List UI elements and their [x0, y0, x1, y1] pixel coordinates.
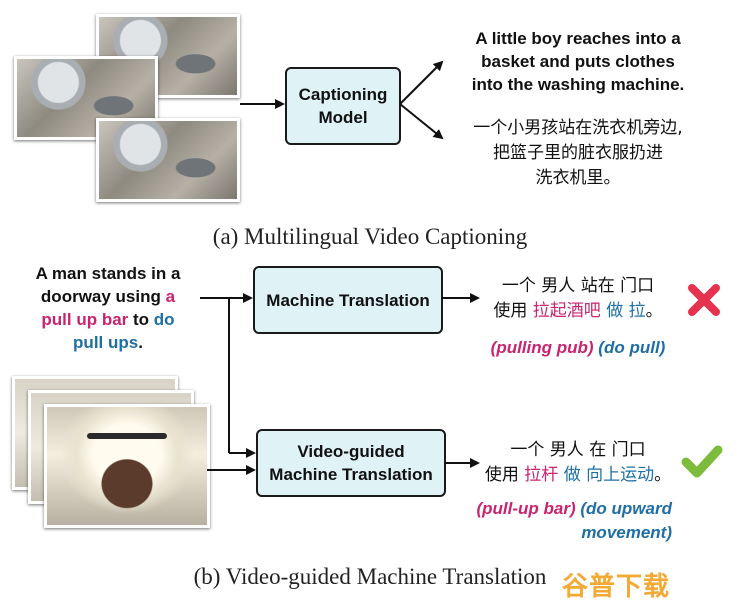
english-caption: A little boy reaches into a basket and p…	[448, 27, 708, 96]
captioning-model-label-2: Model	[318, 108, 368, 127]
vmt-output-highlight: 做 向上运动	[563, 465, 655, 485]
source-highlight: pull up bar	[41, 310, 129, 329]
panel-a-caption: (a) Multilingual Video Captioning	[212, 224, 528, 249]
vmt-gloss-blue: movement)	[581, 523, 672, 542]
machine-translation-label: Machine Translation	[266, 290, 430, 310]
captioning-model-label-1: Captioning	[298, 85, 388, 104]
vmt-output: 一个 男人 在 门口 使用 拉杆 做 向上运动。	[472, 438, 684, 488]
source-line: pull ups.	[18, 331, 198, 354]
english-caption-line: A little boy reaches into a	[475, 29, 681, 48]
source-highlight: a	[165, 287, 176, 306]
english-caption-line: basket and puts clothes	[481, 52, 675, 71]
source-text: .	[138, 333, 143, 352]
source-line: pull up bar to do	[18, 308, 198, 331]
source-highlight: do	[153, 310, 175, 329]
chinese-caption-line: 把篮子里的脏衣服扔进	[493, 143, 663, 163]
source-line: doorway using a	[18, 285, 198, 308]
vmt-output-text: 。	[654, 465, 672, 485]
chinese-caption: 一个小男孩站在洗衣机旁边, 把篮子里的脏衣服扔进 洗衣机里。	[440, 116, 716, 191]
mt-output-line: 一个 男人 站在 门口	[501, 276, 655, 296]
video-frame-6	[44, 404, 210, 528]
vmt-output-line: 一个 男人 在 门口	[510, 440, 646, 460]
mt-output-highlight: 拉起酒吧	[532, 301, 601, 321]
vmt-gloss-magenta: (pull-up bar)	[476, 499, 576, 518]
source-sentence: A man stands in a doorway using a pull u…	[18, 262, 198, 354]
panel-b-caption: (b) Video-guided Machine Translation	[193, 564, 547, 589]
vmt-gloss-blue: (do upward	[580, 499, 672, 518]
english-caption-line: into the washing machine.	[471, 75, 685, 94]
machine-translation-box: Machine Translation	[253, 266, 443, 334]
vmt-gloss-line: (pull-up bar) (do upward	[452, 497, 673, 521]
vmt-output-line: 使用 拉杆 做 向上运动。	[472, 463, 684, 488]
arrow-model-to-english	[399, 60, 444, 105]
source-highlight: pull ups	[73, 333, 139, 352]
mt-gloss-magenta: (pulling pub)	[490, 338, 594, 357]
source-text: to	[128, 310, 154, 329]
arrow-model-to-chinese	[399, 103, 444, 140]
captioning-model-box: Captioning Model	[285, 67, 401, 145]
vmt-output-text: 使用	[484, 465, 525, 485]
check-icon	[681, 445, 723, 478]
mt-output-highlight: 做 拉	[606, 301, 646, 321]
source-text: doorway using	[40, 287, 166, 306]
mt-gloss: (pulling pub) (do pull)	[478, 338, 678, 358]
pull-up-bar	[87, 433, 167, 439]
watermark: 谷普下载	[562, 571, 671, 601]
chinese-caption-line: 一个小男孩站在洗衣机旁边,	[473, 118, 683, 138]
source-line: A man stands in a	[35, 264, 181, 283]
chinese-caption-line: 洗衣机里。	[535, 168, 621, 188]
vmt-output-highlight: 拉杆	[524, 465, 559, 485]
video-guided-mt-box: Video-guided Machine Translation	[256, 429, 446, 497]
mt-output-text: 。	[645, 301, 663, 321]
video-frame-3	[96, 118, 240, 202]
cross-icon	[688, 284, 720, 316]
video-guided-mt-label-2: Machine Translation	[269, 465, 433, 484]
mt-gloss-blue: (do pull)	[598, 338, 666, 357]
vmt-gloss: (pull-up bar) (do upward movement)	[452, 497, 673, 545]
video-frame-2	[14, 56, 158, 140]
video-guided-mt-label-1: Video-guided	[297, 442, 405, 461]
mt-output-line: 使用 拉起酒吧 做 拉。	[478, 299, 678, 324]
mt-output: 一个 男人 站在 门口 使用 拉起酒吧 做 拉。	[478, 274, 678, 324]
mt-output-text: 使用	[493, 301, 533, 321]
vmt-gloss-line: movement)	[452, 521, 672, 545]
